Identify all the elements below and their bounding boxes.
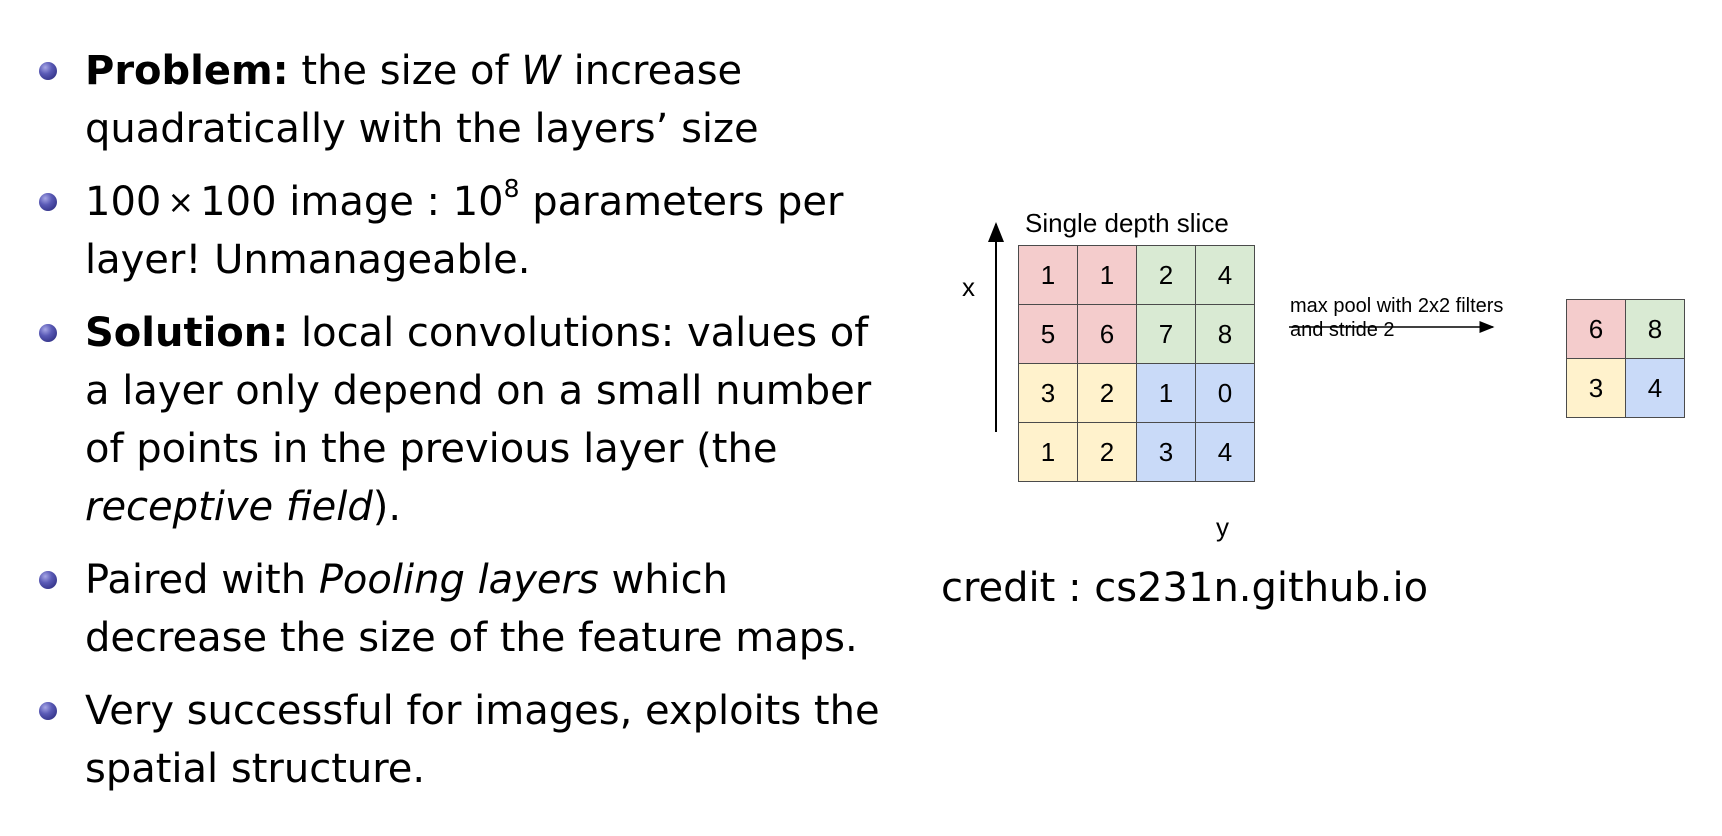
x-axis-label: x: [962, 272, 975, 302]
bullet-text: increase: [560, 48, 743, 94]
bullet-line: layer! Unmanageable.: [85, 237, 531, 283]
bullet-line: decrease the size of the feature maps.: [85, 615, 858, 661]
bullet-list: Problem: the size of W increase quadrati…: [36, 42, 916, 813]
bullet-line: Very successful for images, exploits the: [85, 688, 880, 734]
bullet-line: a layer only depend on a small number: [85, 368, 872, 414]
input-grid-cell: 7: [1137, 305, 1196, 364]
exponent: 8: [503, 174, 520, 203]
input-grid-cell: 4: [1196, 246, 1255, 305]
bullet-ball-icon: [39, 702, 57, 720]
bullet-text: which: [598, 557, 729, 603]
bullet-line: spatial structure.: [85, 746, 426, 792]
bullet-text: the size of: [288, 48, 522, 94]
input-grid-cell: 6: [1078, 305, 1137, 364]
pool-label-line: and stride 2: [1290, 319, 1395, 341]
output-grid-cell: 3: [1567, 359, 1626, 418]
input-grid-cell: 1: [1019, 423, 1078, 482]
bullet-text: 100: [85, 179, 162, 225]
bullet-line: of points in the previous layer (the: [85, 426, 778, 472]
bullet-pooling: Paired with Pooling layers which decreas…: [36, 551, 916, 667]
input-grid-cell: 3: [1137, 423, 1196, 482]
bullet-ball-icon: [39, 193, 57, 211]
output-grid-cell: 8: [1626, 300, 1685, 359]
pool-label: max pool with 2x2 filters and stride 2: [1290, 294, 1503, 342]
input-grid-cell: 2: [1137, 246, 1196, 305]
bullet-text: Paired with: [85, 557, 319, 603]
input-grid-cell: 3: [1019, 364, 1078, 423]
bullet-solution: Solution: local convolutions: values of …: [36, 304, 916, 536]
input-grid-cell: 0: [1196, 364, 1255, 423]
input-grid-cell: 8: [1196, 305, 1255, 364]
bullet-parameters: 100×100 image : 108 parameters per layer…: [36, 173, 916, 289]
figure-title: Single depth slice: [1025, 208, 1229, 238]
pool-label-line: max pool with 2x2 filters: [1290, 295, 1504, 317]
credit-text: credit : cs231n.github.io: [941, 565, 1429, 611]
bullet-bold-label: Solution:: [85, 310, 289, 356]
bullet-italic-text: Pooling layers: [318, 557, 599, 603]
bullet-line: 100×100 image : 108 parameters per: [85, 173, 916, 231]
bullet-ball-icon: [39, 571, 57, 589]
bullet-text: ).: [372, 484, 402, 530]
bullet-images: Very successful for images, exploits the…: [36, 682, 916, 798]
bullet-ball-icon: [39, 324, 57, 342]
bullet-text: parameters per: [519, 179, 844, 225]
bullet-bold-label: Problem:: [85, 48, 289, 94]
bullet-line: Solution: local convolutions: values of: [85, 304, 916, 362]
bullet-ball-icon: [39, 62, 57, 80]
bullet-line: quadratically with the layers’ size: [85, 106, 759, 152]
input-grid-cell: 1: [1137, 364, 1196, 423]
input-grid-cell: 1: [1078, 246, 1137, 305]
y-axis-label: y: [1216, 512, 1229, 542]
input-grid-cell: 4: [1196, 423, 1255, 482]
input-grid-cell: 5: [1019, 305, 1078, 364]
bullet-line: Paired with Pooling layers which: [85, 551, 916, 609]
times-symbol: ×: [167, 183, 195, 221]
bullet-line: receptive field).: [85, 478, 916, 536]
input-grid-cell: 1: [1019, 246, 1078, 305]
bullet-problem: Problem: the size of W increase quadrati…: [36, 42, 916, 158]
bullet-text: 100 image : 10: [200, 179, 504, 225]
output-grid-cell: 4: [1626, 359, 1685, 418]
bullet-text: local convolutions: values of: [288, 310, 869, 356]
bullet-line: Problem: the size of W increase: [85, 42, 916, 100]
bullet-italic-text: W: [521, 48, 561, 94]
bullet-italic-text: receptive field: [85, 484, 373, 530]
input-grid-cell: 2: [1078, 364, 1137, 423]
output-grid-cell: 6: [1567, 300, 1626, 359]
input-grid-cell: 2: [1078, 423, 1137, 482]
